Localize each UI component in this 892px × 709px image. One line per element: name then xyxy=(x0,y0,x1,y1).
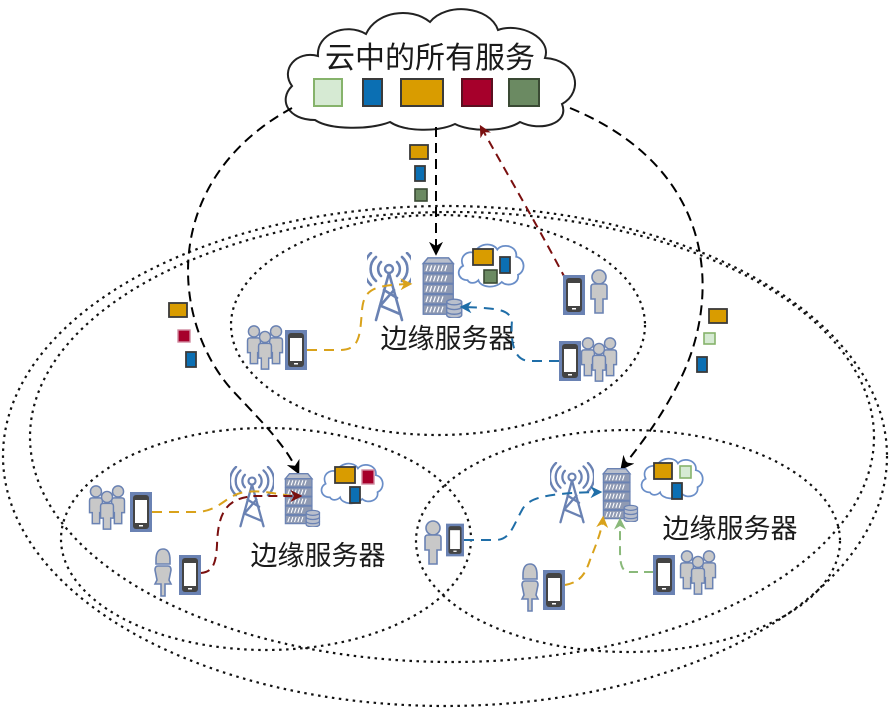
edge-server-icon xyxy=(602,467,639,522)
service-light-green-block xyxy=(313,78,343,107)
edge-server-icon xyxy=(284,472,321,527)
top-edge-coverage xyxy=(229,213,647,437)
access-link-blue xyxy=(459,301,559,362)
backhaul-links xyxy=(187,107,704,475)
cached-dark-green-block xyxy=(483,269,498,284)
mobile-device-icon xyxy=(179,555,201,595)
transfer-to-bottom-right xyxy=(696,308,728,373)
access-link-orange xyxy=(152,490,293,513)
transfer-blue-block xyxy=(414,165,426,182)
outer-coverage-ring xyxy=(1,204,889,708)
user-icon xyxy=(424,520,442,565)
cached-blue-block xyxy=(671,482,683,500)
user-group-icon xyxy=(88,485,126,530)
user-group-icon xyxy=(679,550,717,595)
user-icon xyxy=(521,563,539,612)
transfer-light-green-block xyxy=(703,332,716,345)
user-icon xyxy=(590,269,608,314)
transfer-orange-block xyxy=(409,144,429,160)
transfer-orange-block xyxy=(708,308,728,324)
access-link-orange xyxy=(307,278,413,351)
edge-server-label: 边缘服务器 xyxy=(381,324,516,355)
edge-server-icon xyxy=(422,257,463,318)
edge-server-label: 边缘服务器 xyxy=(251,541,386,572)
request-to-cloud xyxy=(479,124,567,281)
cloud-title: 云中的所有服务 xyxy=(325,41,535,76)
transfer-dark-green-block xyxy=(414,188,428,202)
bottom-left-edge-coverage xyxy=(59,426,473,652)
service-blue-block xyxy=(362,78,383,107)
edge-site-top: 边缘服务器 xyxy=(246,243,618,382)
cached-orange-block xyxy=(472,248,494,266)
bottom-right-edge-coverage xyxy=(414,428,842,654)
transfer-orange-block xyxy=(168,302,188,318)
edge-site-bottom-right: 边缘服务器 xyxy=(424,457,798,612)
user-group-icon xyxy=(246,325,284,370)
mobile-device-icon xyxy=(543,570,565,610)
cached-blue-block xyxy=(349,486,361,504)
access-link-blue xyxy=(464,486,603,541)
transfer-red-block xyxy=(177,329,191,343)
cached-red-block xyxy=(361,469,375,485)
cached-blue-block xyxy=(499,256,511,274)
service-red-block xyxy=(461,78,493,107)
transfer-to-bottom-left xyxy=(168,302,197,368)
mobile-device-icon xyxy=(130,492,152,532)
cached-orange-block xyxy=(653,462,673,480)
mobile-device-icon xyxy=(559,341,581,381)
mobile-device-icon xyxy=(446,523,464,557)
transfer-to-top xyxy=(409,144,429,202)
edge-site-bottom-left: 边缘服务器 xyxy=(88,462,386,597)
transfer-blue-block xyxy=(185,351,197,368)
user-group-icon xyxy=(580,337,618,382)
second-coverage-ring xyxy=(28,210,876,664)
cell-tower-icon xyxy=(367,252,411,322)
cached-orange-block xyxy=(334,466,356,484)
service-orange-block xyxy=(400,78,444,107)
edge-server-label: 边缘服务器 xyxy=(663,514,798,545)
mobile-device-icon xyxy=(653,555,675,595)
transfer-blue-block xyxy=(696,356,708,373)
access-link-red xyxy=(200,490,303,574)
mobile-device-icon xyxy=(285,330,307,370)
cached-light-green-block xyxy=(679,465,692,479)
service-dark-green-block xyxy=(508,78,540,107)
cell-tower-icon xyxy=(230,466,274,528)
user-icon xyxy=(154,548,172,597)
mobile-device-icon xyxy=(563,275,585,315)
access-link-orange xyxy=(564,515,609,586)
backhaul-to-bottom-right-edge xyxy=(569,107,704,471)
access-link-green xyxy=(614,517,653,573)
central-cloud: 云中的所有服务 xyxy=(284,8,577,131)
